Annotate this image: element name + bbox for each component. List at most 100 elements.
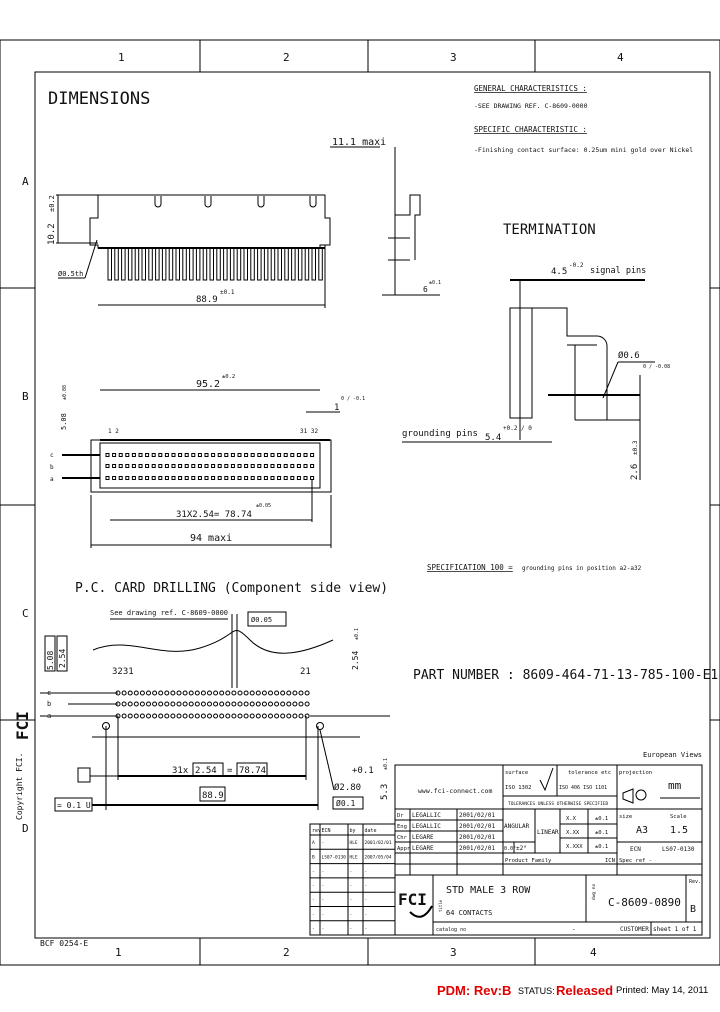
contact-pin — [270, 464, 275, 468]
svg-text:0 / -0.1: 0 / -0.1 — [341, 396, 365, 402]
contact-pin — [296, 464, 301, 468]
drill-hole — [164, 690, 170, 696]
drill-hole — [182, 701, 188, 707]
contact-pin — [244, 476, 249, 480]
revision-cell: - — [365, 884, 368, 889]
drawing-title: STD MALE 3 ROW — [446, 885, 531, 896]
svg-text:projection: projection — [619, 770, 652, 776]
revision-cell: - — [350, 870, 353, 875]
drill-hole — [249, 690, 255, 696]
drill-hole — [237, 713, 243, 719]
contact-pin — [158, 453, 163, 457]
svg-text:3231: 3231 — [112, 667, 134, 677]
contact-pin — [145, 464, 150, 468]
pin-leg — [223, 247, 228, 281]
drill-hole — [133, 713, 139, 719]
svg-text:Copyright FCI.: Copyright FCI. — [15, 753, 24, 820]
contact-pin — [204, 476, 209, 480]
status-label: STATUS: — [518, 986, 555, 996]
contact-pin — [250, 464, 255, 468]
drill-hole — [261, 701, 267, 707]
drill-hole — [158, 701, 164, 707]
drill-hole — [139, 701, 145, 707]
svg-text:±0.1: ±0.1 — [354, 628, 360, 640]
svg-text:4.5: 4.5 — [551, 267, 567, 277]
contact-pin — [283, 476, 288, 480]
contact-pin — [303, 464, 308, 468]
drill-hole — [170, 701, 176, 707]
contact-pin — [224, 464, 229, 468]
drill-hole — [158, 713, 164, 719]
revision-cell: - — [350, 913, 353, 918]
pdm-revision: PDM: Rev:B — [437, 983, 512, 998]
pin-leg — [304, 247, 310, 281]
revision-cell: - — [365, 927, 368, 932]
drill-hole — [304, 701, 310, 707]
svg-text:tolerance etc: tolerance etc — [568, 770, 611, 776]
drill-hole — [274, 713, 280, 719]
drill-hole — [200, 701, 206, 707]
contact-pin — [138, 453, 143, 457]
column-label: 3 — [450, 946, 457, 959]
drill-hole — [139, 713, 145, 719]
revision-cell: - — [350, 927, 353, 932]
contact-pin — [310, 453, 315, 457]
spec-text: grounding pins in position a2-a32 — [522, 565, 642, 572]
svg-text:-: - — [572, 926, 576, 933]
contact-pin — [164, 476, 169, 480]
contact-pin — [310, 476, 315, 480]
drill-hole — [164, 713, 170, 719]
revision-cell: 2001/02/01 — [365, 840, 392, 846]
drill-hole — [182, 713, 188, 719]
svg-text:mm: mm — [668, 779, 682, 792]
drawing-ref: -SEE DRAWING REF. C-8609-0000 — [474, 102, 588, 110]
svg-text:European Views: European Views — [643, 751, 702, 759]
drill-hole — [188, 690, 194, 696]
drill-hole — [194, 690, 200, 696]
revision-cell: - — [322, 870, 325, 875]
max-depth-dim: 11.1 maxi — [332, 137, 386, 148]
svg-text:grounding pins: grounding pins — [402, 429, 478, 439]
drill-hole — [127, 701, 133, 707]
contact-pin — [237, 453, 242, 457]
drilling-title: P.C. CARD DRILLING (Component side view) — [75, 581, 388, 596]
contact-pin — [105, 476, 110, 480]
contact-pin — [158, 464, 163, 468]
revision-cell: - — [322, 884, 325, 889]
fci-logo: FCI — [398, 890, 427, 909]
termination-title: TERMINATION — [503, 222, 596, 238]
svg-text:+0.2 / 0: +0.2 / 0 — [503, 425, 532, 432]
drill-hole — [146, 713, 151, 719]
date: 2001/02/01 — [459, 823, 496, 830]
drill-hole — [164, 701, 170, 707]
svg-text:LINEAR: LINEAR — [537, 829, 559, 836]
contact-pin — [164, 453, 169, 457]
drill-hole — [268, 690, 273, 696]
drill-hole — [207, 713, 212, 719]
drill-hole — [219, 713, 225, 719]
role: Chr — [397, 835, 408, 841]
contact-pin — [112, 464, 117, 468]
drill-hole — [127, 713, 133, 719]
drill-hole — [188, 713, 194, 719]
drill-hole — [255, 701, 261, 707]
drill-hole — [286, 690, 292, 696]
svg-text:±0.1: ±0.1 — [595, 830, 608, 836]
drill-hole — [225, 690, 231, 696]
drill-hole — [146, 701, 151, 707]
row-label: A — [22, 175, 29, 188]
svg-text:See drawing ref. C-8609-0000: See drawing ref. C-8609-0000 — [110, 609, 228, 617]
column-label: 1 — [115, 946, 122, 959]
contact-pin — [184, 476, 189, 480]
svg-text:Scale: Scale — [670, 814, 687, 820]
svg-text:Ø0.05: Ø0.05 — [251, 616, 272, 624]
drill-hole — [121, 713, 127, 719]
pin-leg — [311, 247, 316, 281]
svg-text:a: a — [50, 476, 54, 483]
revision-cell: A — [312, 840, 315, 846]
dimensions-view: DIMENSIONS 10.2 ±0.2 Ø0.5th 88.9 ±0.1 11… — [47, 89, 441, 308]
drill-hole — [280, 713, 286, 719]
contact-pin — [105, 453, 110, 457]
revision-cell: - — [312, 870, 315, 875]
